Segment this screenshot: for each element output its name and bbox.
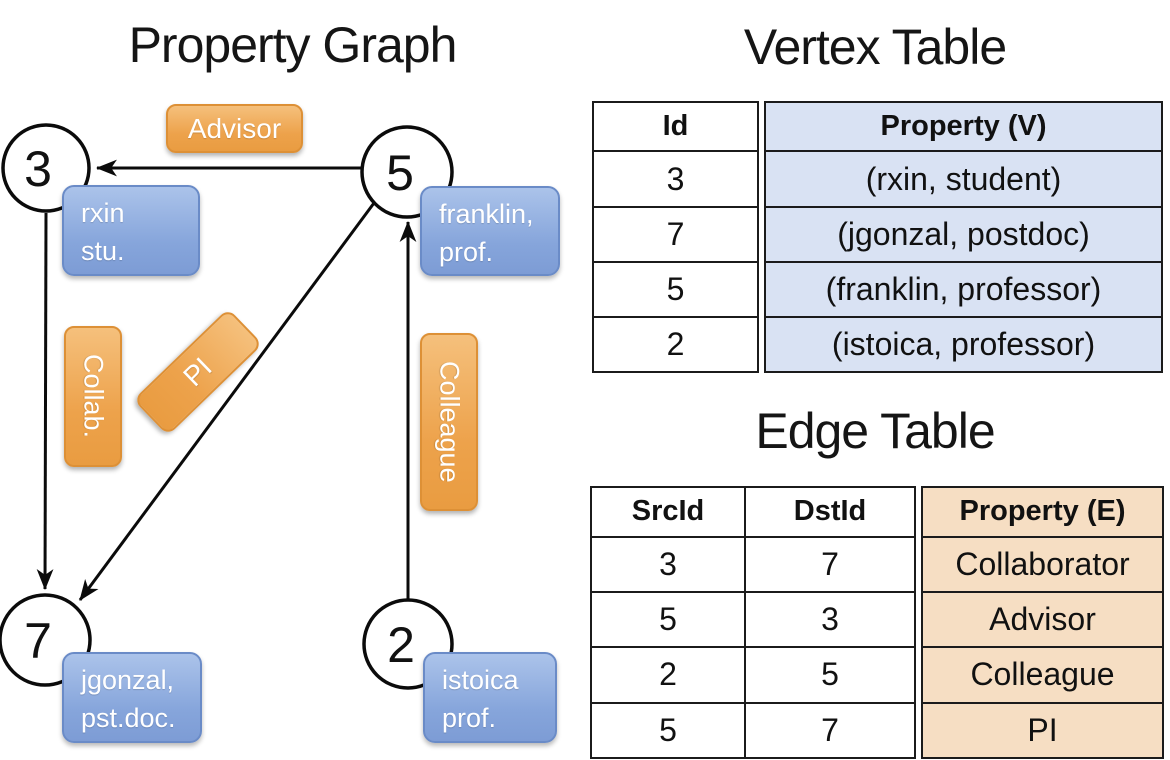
- edge-dst-cell: 3: [744, 590, 916, 649]
- edge-table-property-header: Property (E): [921, 486, 1164, 538]
- vertex-table-id-header: Id: [592, 100, 759, 153]
- property-graph-title: Property Graph: [128, 17, 458, 73]
- vertex-prop-box-5: franklin, prof.: [420, 186, 560, 276]
- table-row: 7: [592, 205, 759, 263]
- vertex-table-id-column: Id 3 7 5 2: [592, 100, 759, 374]
- vertex-property-cell: (franklin, professor): [764, 260, 1163, 318]
- table-row: (rxin, student): [764, 150, 1163, 208]
- vertex-prop-2-line1: istoica: [442, 665, 519, 695]
- edge-label-advisor-text: Advisor: [187, 112, 282, 144]
- vertex-prop-7-line2: pst.doc.: [81, 703, 176, 733]
- edge-dst-cell: 7: [744, 701, 916, 760]
- edge-label-collab: Collab.: [64, 326, 122, 467]
- edge-table-dstid-header: DstId: [744, 486, 916, 538]
- table-row: (franklin, professor): [764, 260, 1163, 318]
- edge-table-id-columns: SrcId DstId 3 7 5 3 2 5 5 7: [590, 486, 916, 760]
- table-row: Colleague: [921, 646, 1164, 704]
- edge-label-pi-text: PI: [177, 351, 218, 392]
- vertex-property-cell: (jgonzal, postdoc): [764, 205, 1163, 263]
- vertex-prop-box-2: istoica prof.: [423, 652, 557, 743]
- edge-property-cell: Colleague: [921, 646, 1164, 704]
- edge-label-advisor: Advisor: [166, 104, 303, 153]
- vertex-prop-box-7: jgonzal, pst.doc.: [62, 652, 202, 743]
- vertex-id-3: 3: [24, 141, 52, 197]
- edge-src-cell: 3: [590, 535, 746, 593]
- edge-property-cell: Collaborator: [921, 535, 1164, 593]
- edge-table-title: Edge Table: [755, 403, 995, 459]
- vertex-id-7: 7: [24, 613, 52, 669]
- vertex-prop-3-line1: rxin: [81, 198, 125, 228]
- vertex-prop-3-line2: stu.: [81, 236, 125, 266]
- vertex-id-cell: 2: [592, 315, 759, 374]
- edge-property-cell: PI: [921, 701, 1164, 760]
- vertex-prop-2-line2: prof.: [442, 703, 497, 733]
- table-row: 5 3: [590, 590, 916, 649]
- vertex-property-cell: (istoica, professor): [764, 315, 1163, 374]
- edge-table-property-column: Property (E) Collaborator Advisor Collea…: [921, 486, 1164, 760]
- table-row: (jgonzal, postdoc): [764, 205, 1163, 263]
- table-row: Advisor: [921, 590, 1164, 649]
- vertex-property-cell: (rxin, student): [764, 150, 1163, 208]
- edge-pi-arrow: [78, 202, 376, 601]
- table-row: 3: [592, 150, 759, 208]
- vertex-prop-box-3: rxin stu.: [62, 185, 200, 276]
- vertex-table-property-header: Property (V): [764, 100, 1163, 153]
- vertex-prop-7-line1: jgonzal,: [81, 665, 175, 695]
- vertex-id-2: 2: [387, 617, 415, 673]
- edge-dst-cell: 5: [744, 646, 916, 704]
- edge-label-collab-text: Collab.: [78, 354, 109, 439]
- table-row: 5 7: [590, 701, 916, 760]
- vertex-prop-5-line1: franklin,: [439, 199, 534, 229]
- edge-src-cell: 2: [590, 646, 746, 704]
- table-row: 2: [592, 315, 759, 374]
- property-graph-diagram: 3 5 7 2: [0, 123, 454, 690]
- table-row: 2 5: [590, 646, 916, 704]
- vertex-prop-5-line2: prof.: [439, 237, 494, 267]
- edge-src-cell: 5: [590, 701, 746, 760]
- vertex-table-property-column: Property (V) (rxin, student) (jgonzal, p…: [764, 100, 1163, 374]
- edge-collab-arrow: [36, 212, 54, 591]
- vertex-id-5: 5: [386, 145, 414, 201]
- table-row: 3 7: [590, 535, 916, 593]
- edge-label-colleague-text: Colleague: [434, 361, 465, 483]
- table-row: PI: [921, 701, 1164, 760]
- table-row: 5: [592, 260, 759, 318]
- edge-label-colleague: Colleague: [420, 333, 478, 511]
- edge-dst-cell: 7: [744, 535, 916, 593]
- edge-table-srcid-header: SrcId: [590, 486, 746, 538]
- vertex-table-title: Vertex Table: [743, 19, 1007, 75]
- vertex-id-cell: 3: [592, 150, 759, 208]
- table-row: (istoica, professor): [764, 315, 1163, 374]
- table-row: Collaborator: [921, 535, 1164, 593]
- vertex-id-cell: 5: [592, 260, 759, 318]
- edge-property-cell: Advisor: [921, 590, 1164, 649]
- edge-src-cell: 5: [590, 590, 746, 649]
- vertex-id-cell: 7: [592, 205, 759, 263]
